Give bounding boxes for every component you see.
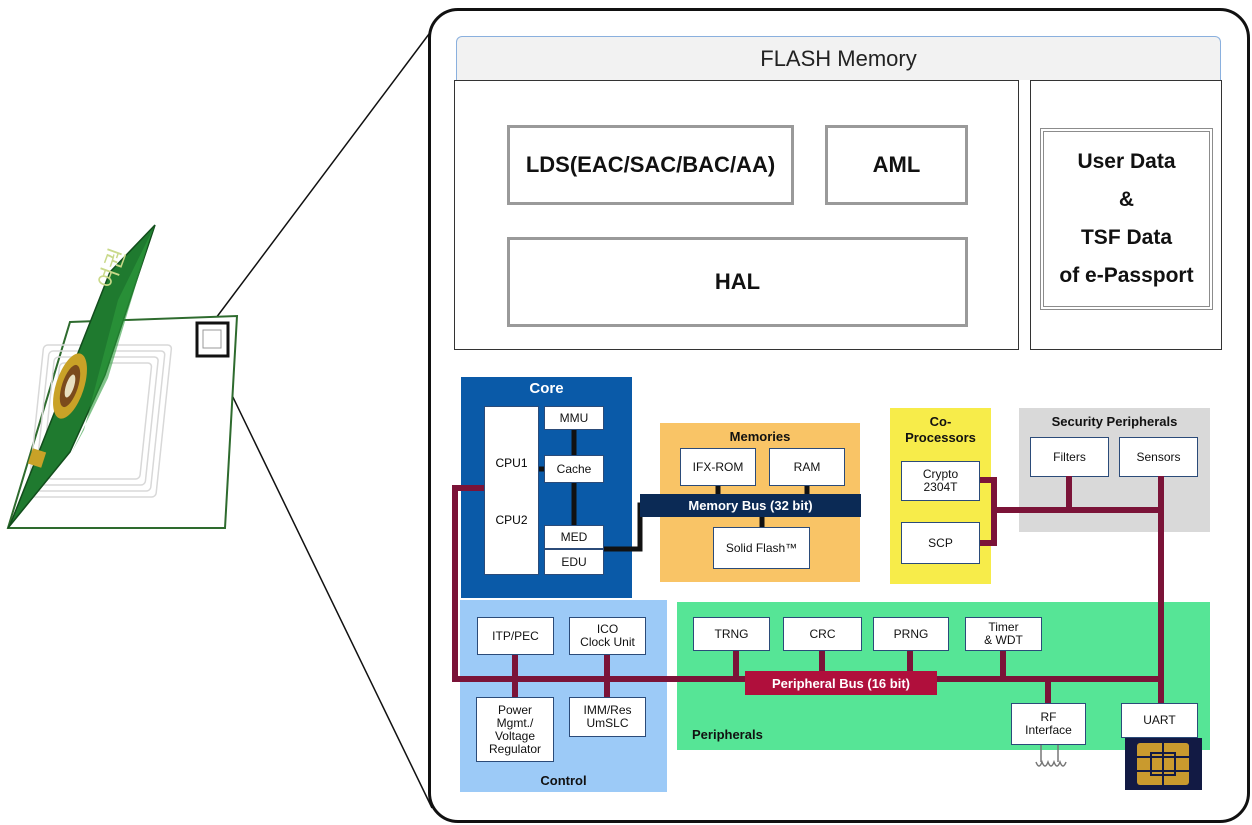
rf-interface-box: RF Interface [1011,703,1086,745]
hal-box: HAL [507,237,968,327]
power-mgmt-box: Power Mgmt./ Voltage Regulator [476,697,554,762]
flash-memory-title: FLASH Memory [760,45,917,71]
cpu1-label: CPU1 [495,456,528,470]
zoom-line-top [212,29,433,323]
sensors-box: Sensors [1119,437,1198,477]
scp-box: SCP [901,522,980,564]
solid-flash-box: Solid Flash™ [713,527,810,569]
prng-box: PRNG [873,617,949,651]
aml-box: AML [825,125,968,205]
passport-illustration: 여권 [6,224,239,529]
imm-res-box: IMM/Res UmSLC [569,697,646,737]
memories-title: Memories [729,429,791,444]
crc-box: CRC [783,617,862,651]
trng-box: TRNG [693,617,770,651]
cache-box: Cache [544,455,604,483]
lds-box: LDS(EAC/SAC/BAC/AA) [507,125,794,205]
itp-pec-box: ITP/PEC [477,617,554,655]
ico-clock-box: ICO Clock Unit [569,617,646,655]
control-title: Control [540,773,587,788]
memory-bus-label: Memory Bus (32 bit) [640,494,861,517]
core-title: Core [529,380,564,397]
uart-box: UART [1121,703,1198,738]
cpu-box [484,406,539,575]
peripheral-bus-label: Peripheral Bus (16 bit) [745,671,937,695]
ram-box: RAM [769,448,845,486]
crypto-box: Crypto 2304T [901,461,980,501]
contact-chip-icon [1125,738,1202,790]
core-internal-links [539,430,810,552]
flash-memory-header: FLASH Memory [456,36,1221,80]
med-box: MED [544,525,604,549]
user-data-box: User Data & TSF Data of e-Passport [1040,128,1213,310]
zoom-line-bottom [212,355,433,809]
peripherals-title: Peripherals [692,727,763,742]
filters-box: Filters [1030,437,1109,477]
ifx-rom-box: IFX-ROM [680,448,756,486]
mmu-box: MMU [544,406,604,430]
edu-box: EDU [544,549,604,575]
security-title: Security Peripherals [1051,414,1178,429]
timer-wdt-box: Timer & WDT [965,617,1042,651]
chip-highlight [195,321,230,358]
cpu2-label: CPU2 [495,513,528,527]
rf-antenna-icon [1035,745,1067,767]
coprocessors-title: Co- Processors [905,414,976,445]
